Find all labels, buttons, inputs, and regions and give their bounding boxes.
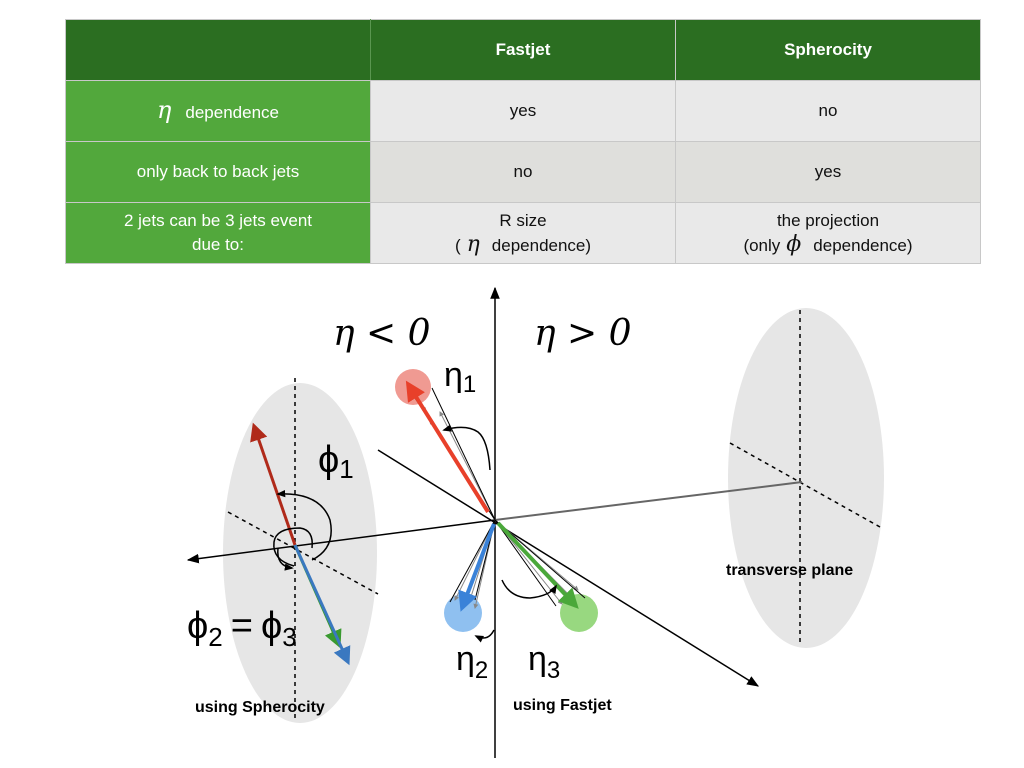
phi-jet2-arrow — [293, 544, 351, 666]
table-header-spherocity: Spherocity — [675, 19, 981, 81]
diagonal-axis — [377, 449, 760, 687]
beam-axis-left — [186, 519, 496, 564]
transverse-plane-label: transverse plane — [726, 562, 853, 579]
row-label-line2: due to: — [192, 235, 244, 254]
jet2-dot — [444, 594, 482, 632]
jet1-dot — [395, 369, 431, 405]
cell-fastjet-back-to-back: no — [370, 141, 676, 203]
table-row: 2 jets can be 3 jets event due to: R siz… — [65, 202, 981, 264]
cell-fastjet-reason: R size (η dependence) — [370, 202, 676, 264]
using-fastjet-label: using Fastjet — [513, 697, 612, 714]
eta1-label: η1 — [444, 356, 476, 398]
jet3-dot — [560, 594, 598, 632]
jet1-particles — [414, 387, 496, 521]
table-header-empty — [65, 19, 371, 81]
dependence-text: dependence) — [491, 235, 592, 255]
phi1-label: ϕ1 — [318, 439, 354, 484]
only-text: (only — [743, 235, 781, 255]
beam-axis-right — [494, 481, 803, 521]
transverse-plane-ellipse — [728, 308, 884, 648]
row-label-back-to-back: only back to back jets — [65, 141, 371, 203]
phi1-angle-arc — [276, 490, 332, 561]
eta1-angle-arc — [442, 424, 491, 471]
jet3-arrow — [496, 521, 579, 609]
eta2-label: η2 — [456, 640, 488, 684]
cell-spherocity-eta: no — [675, 80, 981, 142]
eta-negative-label: η < 0 — [333, 313, 431, 354]
spherocity-reason-line1: the projection — [776, 210, 880, 230]
row-label-eta-dependence: η dependence — [65, 80, 371, 142]
jet1-arrow — [405, 380, 490, 514]
jet2-arrow — [458, 523, 496, 612]
open-paren: ( — [454, 235, 461, 255]
eta3-label: η3 — [528, 640, 560, 684]
phi23-label: ϕ2=ϕ3 — [187, 605, 297, 652]
eta-symbol: η — [157, 95, 172, 124]
phi-jet1-arrow — [250, 422, 297, 546]
eta-symbol: η — [466, 231, 480, 257]
cell-spherocity-back-to-back: yes — [675, 141, 981, 203]
phi23-angle-arc — [277, 547, 294, 571]
row-label-two-jets-three: 2 jets can be 3 jets event due to: — [65, 202, 371, 264]
jet2-particles — [449, 519, 496, 609]
eta2-angle-arc — [474, 629, 495, 643]
eta3-angle-arc — [501, 579, 557, 599]
table-row: η dependence yes no — [65, 80, 981, 142]
cell-fastjet-eta: yes — [370, 80, 676, 142]
dependence-text: dependence) — [813, 235, 913, 255]
phi-symbol: ϕ — [786, 231, 802, 257]
row-label-line1: 2 jets can be 3 jets event — [123, 211, 313, 230]
row-label-text: dependence — [185, 102, 279, 122]
fastjet-reason-line1: R size — [499, 210, 547, 230]
eta-positive-label: η > 0 — [534, 313, 632, 354]
using-spherocity-label: using Spherocity — [195, 699, 325, 716]
fastjet-reason-line2: (η dependence) — [371, 231, 675, 258]
table-row: only back to back jets no yes — [65, 141, 981, 203]
